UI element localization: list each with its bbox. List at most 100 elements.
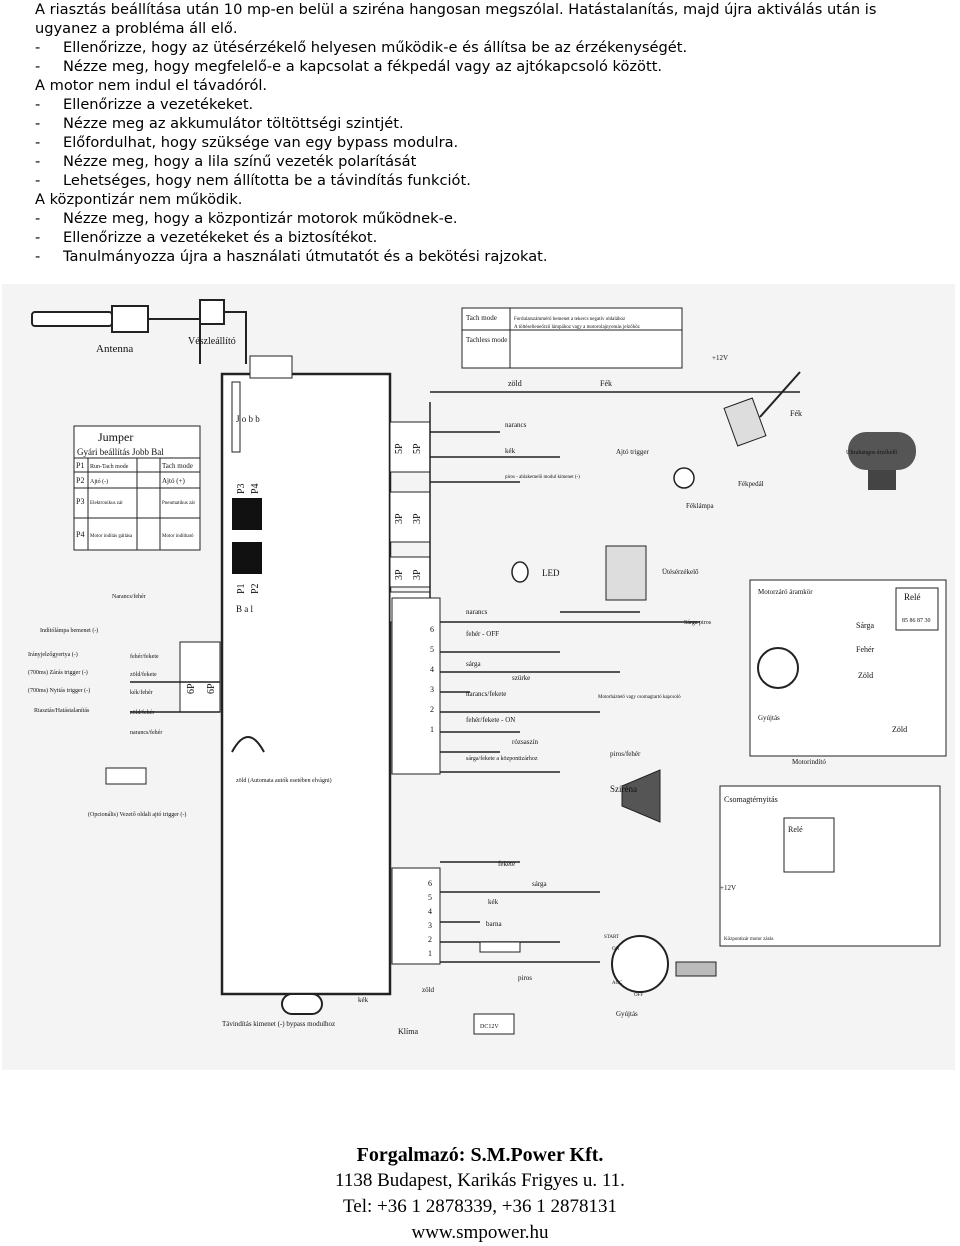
board-letters-jobb: J o b b [236,414,260,424]
motorzaro-label: Motorzáró áramkör [758,588,813,596]
ultrahang-label: Ultrahangos érzékelő [846,450,897,456]
jumper-row-a: Ajtó (-) [90,478,108,485]
connector-label: 3P [412,513,423,524]
fekete-label: fekete [498,860,515,868]
zold-auto-label: zöld (Automata autók esetében elvágni) [236,777,332,784]
wire-harness-connector [391,597,441,965]
trunk-release-box [719,785,941,947]
zold2-label: Zöld [858,671,873,680]
left-color: kék/fehér [130,689,153,696]
left-wire-label: (700ms) Nyitás trigger (-) [28,687,90,694]
list-item: -Ellenőrizze, hogy az ütésérzékelő helye… [35,39,688,56]
wires [130,391,800,963]
siren-icon [621,769,661,823]
plus12-label: +12V [712,354,728,362]
mid-wire-label: sárga [466,660,482,668]
section-heading: A központizár nem működik. [35,191,243,208]
sarga-label: Sárga [856,621,875,630]
sarga-piros-label: Sárga piros [684,620,712,626]
mid-wire-label: sárga/fekete a központizárhoz [466,755,538,762]
connector-label: 6P [186,683,197,694]
pin-number: 1 [428,949,432,958]
pin-number: 2 [428,935,432,944]
phone: Tel: +36 1 2878339, +36 1 2878131 [343,1196,617,1217]
opcionalis-label: (Opcionális) Vezető oldali ajtó trigger … [88,811,186,818]
left-color: fehér/fekete [130,653,159,660]
connector-label: 3P [394,569,405,580]
jumper-row-a: Motor indítás gátlása [90,534,133,539]
kozpontizar-label: Központizár motor zárás [724,937,773,942]
sarga2-label: sárga [532,880,548,888]
fuse-icon [479,941,521,953]
jumper-row-b: Tach mode [162,462,193,470]
narancs-label: narancs [505,421,527,429]
kek2-label: kék [488,898,499,906]
pin-number: 3 [428,921,432,930]
fek-label: Fék [600,379,612,388]
tach-box [461,307,683,369]
mid-wire-label: fehér/fekete - ON [466,716,515,724]
tachless-mode: Tachless mode [466,336,507,344]
mid-wire-label: szürke [512,674,530,682]
sensor-icon [199,299,247,364]
list-item: -Nézze meg, hogy a központizár motorok m… [35,210,458,227]
p3-label: P3 [236,483,247,494]
connector-label: 3P [412,569,423,580]
jumper-header: Gyári beállítás Jobb Bal [77,447,164,457]
control-unit [220,355,392,1015]
gyujtas2-label: Gyújtás [616,1010,638,1018]
motorteto-label: Motorháztető vagy csomagtartó kapcsoló [598,695,681,700]
utes-label: Ütésérzékelő [662,568,699,576]
list-item: -Ellenőrizze a vezetékeket. [35,96,254,113]
dc12-label: DC12V [480,1024,499,1030]
battery-icon [473,1013,515,1035]
zold4-label: zöld [422,986,435,994]
feklampa-label: Féklámpa [686,502,714,510]
connector-label: 5P [412,443,423,454]
start-label: START [604,935,619,940]
list-item: -Tanulmányozza újra a használati útmutat… [35,248,548,265]
list-item: -Nézze meg, hogy a lila színű vezeték po… [35,153,417,170]
barna-label: barna [486,920,502,928]
connector-label: 6P [206,683,217,694]
p1-label: P1 [236,583,247,594]
feher-label: Fehér [856,645,875,654]
p4-label: P4 [250,483,261,494]
jumper-row-id: P1 [76,461,84,470]
address: 1138 Budapest, Karikás Frigyes u. 11. [335,1170,625,1191]
zold-label: zöld [508,379,522,388]
sensor-label: Vészleállító [188,336,236,347]
p2-label: P2 [250,583,261,594]
pin-number: 5 [428,893,432,902]
acc-label: ACC [612,981,623,986]
left-color: narancs/fehér [130,729,162,736]
plus12b-label: +12V [720,884,736,892]
antenna-label: Antenna [96,343,133,355]
pin-number: 1 [430,725,434,734]
door-switch-icon [105,767,147,785]
ajto-trigger-label: Ajtó trigger [616,448,650,456]
led-label: LED [542,568,560,578]
tach-mode: Tach mode [466,314,497,322]
rele2-label: Relé [788,825,803,834]
jumper-table [73,425,201,551]
zold3-label: Zöld [892,725,907,734]
brake-pedal-icon [723,371,801,447]
loop-icon [231,736,265,753]
ultrasonic-sensor-icon [848,432,916,490]
kek3-label: kék [358,996,369,1004]
mid-wire-label: piros/fehér [610,750,641,758]
rele-label: Relé [904,592,921,602]
jumper-row-b: Motor indítható [162,534,194,539]
jumper-row-id: P2 [76,476,84,485]
gyujtas-label: Gyújtás [758,714,780,722]
piros-fekete-label: piros - ablakemelő modul kimenet (-) [505,475,580,480]
list-item: -Nézze meg, hogy megfelelő-e a kapcsolat… [35,58,663,75]
jumper-title: Jumper [98,430,133,444]
pin-number: 3 [430,685,434,694]
pin-number: 5 [430,645,434,654]
jumper-row-id: P4 [76,530,84,539]
connector-label: 3P [394,513,405,524]
fek2-label: Fék [790,409,802,418]
connector-strip-right [389,421,431,623]
